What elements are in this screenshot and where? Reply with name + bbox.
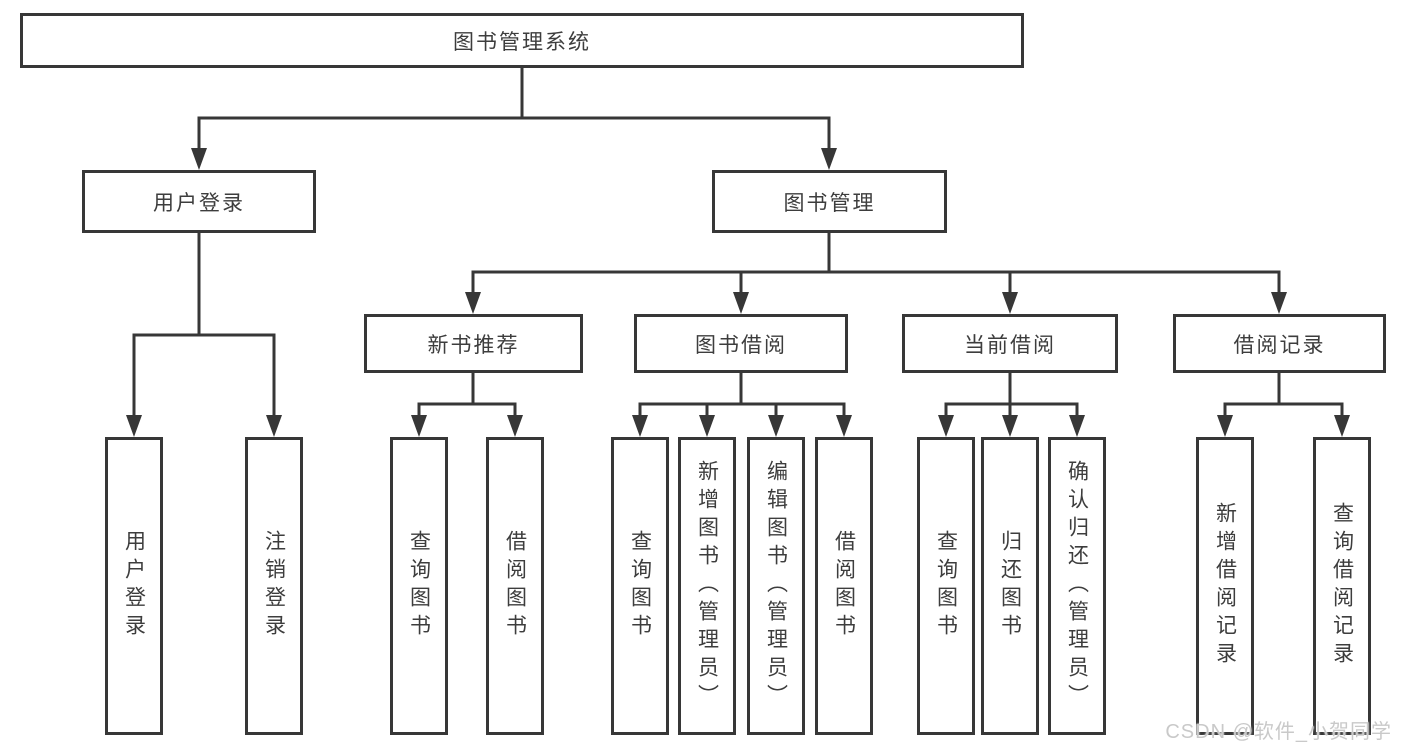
csdn-watermark: CSDN @软件_小贺同学	[1165, 721, 1392, 743]
leaf-records-add-borrow-record: 新增借阅记录	[1196, 437, 1254, 735]
leaf-borrow-add-books-admin: 新增图书（管理员）	[678, 437, 736, 735]
node-book-borrow: 图书借阅	[634, 314, 848, 373]
leaf-borrow-edit-books-admin: 编辑图书（管理员）	[747, 437, 805, 735]
node-book-management: 图书管理	[712, 170, 947, 233]
leaf-current-return-books: 归还图书	[981, 437, 1039, 735]
leaf-borrow-query-books: 查询图书	[611, 437, 669, 735]
leaf-logout-login: 注销登录	[245, 437, 303, 735]
node-borrow-records: 借阅记录	[1173, 314, 1386, 373]
leaf-records-query-borrow-record: 查询借阅记录	[1313, 437, 1371, 735]
node-root-system: 图书管理系统	[20, 13, 1024, 68]
leaf-recommend-query-books: 查询图书	[390, 437, 448, 735]
leaf-borrow-borrow-books: 借阅图书	[815, 437, 873, 735]
node-current-borrow: 当前借阅	[902, 314, 1118, 373]
leaf-recommend-borrow-books: 借阅图书	[486, 437, 544, 735]
leaf-current-confirm-return-admin: 确认归还（管理员）	[1048, 437, 1106, 735]
leaf-current-query-books: 查询图书	[917, 437, 975, 735]
node-new-book-recommend: 新书推荐	[364, 314, 583, 373]
leaf-user-login: 用户登录	[105, 437, 163, 735]
node-user-login: 用户登录	[82, 170, 316, 233]
